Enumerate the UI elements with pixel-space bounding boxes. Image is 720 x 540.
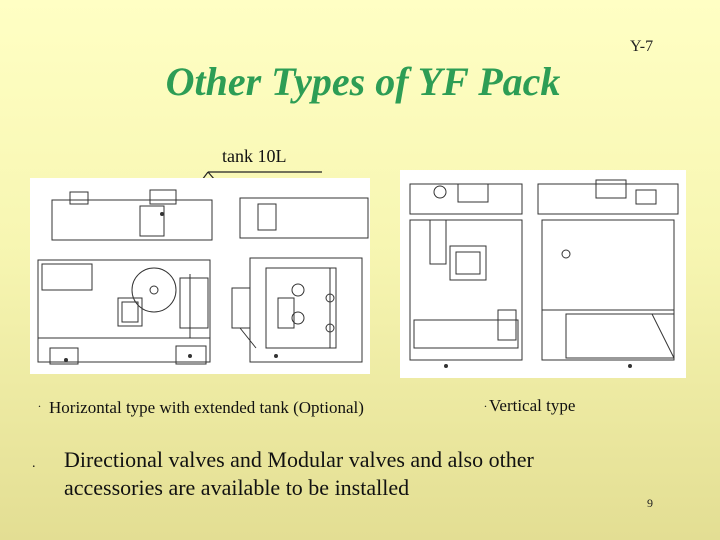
slide-code: Y-7 (630, 38, 654, 55)
bullet-icon: . (38, 396, 41, 410)
caption-right-text: Vertical type (489, 396, 576, 415)
bullet-icon: . (32, 456, 36, 471)
horizontal-pack-svg (37, 189, 369, 365)
vertical-type-caption: .Vertical type (484, 396, 575, 416)
caption-left-text: Horizontal type with extended tank (Opti… (49, 398, 364, 417)
vertical-pack-svg (409, 179, 679, 368)
note-line-1: Directional valves and Modular valves an… (64, 447, 534, 472)
tank-callout-label: tank 10L (222, 146, 287, 166)
horizontal-pack-drawing (30, 178, 370, 374)
page-number: 9 (647, 496, 653, 510)
slide-title: Other Types of YF Pack (165, 59, 561, 104)
vertical-pack-drawing (400, 170, 686, 378)
bullet-icon: . (484, 396, 487, 410)
accessories-note: . Directional valves and Modular valves … (32, 446, 534, 502)
note-line-2: accessories are available to be installe… (64, 475, 410, 500)
horizontal-type-caption: . Horizontal type with extended tank (Opt… (38, 396, 364, 418)
